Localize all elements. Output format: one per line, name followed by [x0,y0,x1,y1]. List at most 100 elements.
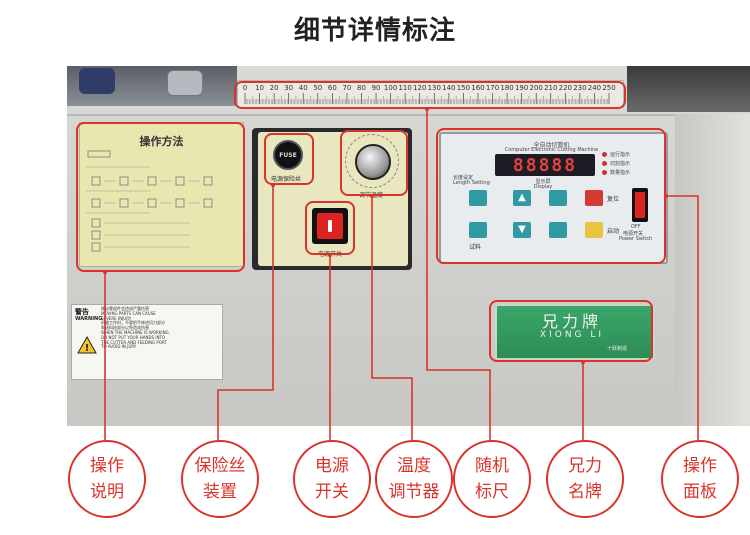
warning-line: 移动零部件会造成严重伤害 [101,306,149,311]
ruler-tick-label: 70 [342,84,351,92]
callout-temperature: 温度 调节器 [375,440,453,518]
feed-roller-right [167,70,203,96]
warning-line: TO AVOID IN JURY [101,344,137,350]
temperature-dial-scale [345,134,399,188]
temperature-knob[interactable] [355,144,391,180]
cut-lamp [602,161,607,166]
length-button[interactable] [469,190,487,206]
callout-brand-plate: 兄力 名牌 [546,440,624,518]
warning-line: 机器工作时，不要把手伸进切刀部分 [101,320,165,326]
ruler-tick-label: 130 [428,84,441,92]
body-edge [67,114,750,116]
ruler-tick-label: 100 [384,84,397,92]
callout-line: 名牌 [568,482,602,502]
callout-line: 随机 [475,456,509,476]
fuse-cap-text: FUSE [279,151,297,159]
instructions-heading: 操作方法 [139,135,184,148]
start-button[interactable] [585,222,603,238]
led-digits: 88888 [512,154,578,176]
warning-line: 和送料轮部分以免造成伤害 [101,325,149,331]
warning-text: 移动零部件会造成严重伤害 MOVING PARTS CAN CAUSE SEVE… [101,306,219,350]
control-panel-title-en: Computer Electronic Cutting Machine [504,147,599,153]
page-title: 细节详情标注 [293,16,456,46]
warning-title-cn: 警告 [75,308,89,316]
warning-triangle-icon: ! [77,336,97,354]
quantity-lamp-label: 数量指示 [610,170,631,176]
svg-text:!: ! [85,343,90,354]
callout-line: 电源 [315,456,349,476]
start-button-label: 启动 [607,228,620,235]
panel-power-switch[interactable] [632,188,648,222]
brand-name-en: XIONG LI [539,330,605,340]
machine-right-side [675,114,750,426]
led-display: 88888 [495,154,595,176]
length-setting-label: 长度设定 [453,175,474,181]
up-button[interactable]: ▲ [513,190,531,206]
callout-line: 标尺 [475,482,509,502]
ruler-tick-label: 120 [413,84,426,92]
trial-button-label: 试料 [469,244,482,251]
ruler-tick-label: 50 [313,84,322,92]
callout-line: 温度 [397,456,431,476]
ruler-tick-label: 220 [559,84,572,92]
run-lamp [602,152,607,157]
run-lamp-label: 运行指示 [610,152,631,158]
power-switch[interactable] [312,208,348,244]
quantity-lamp [602,170,607,175]
highlight-ruler [234,81,626,109]
callout-line: 操作 [90,456,124,476]
clear-button[interactable] [549,190,567,206]
ruler-tick-label: 240 [588,84,601,92]
ruler-tick-label: 20 [270,84,279,92]
off-label: OFF [631,224,641,230]
brand-sub: 十跃制造 [607,346,628,352]
callout-line: 说明 [90,482,124,502]
brand-name-cn: 兄力牌 [541,312,602,331]
callout-line: 兄力 [568,456,602,476]
warning-line: MOVING PARTS CAN CAUSE [101,310,156,316]
callout-line: 操作 [683,456,717,476]
ruler-tick-label: 150 [457,84,470,92]
callout-line: 调节器 [388,482,440,502]
callout-line: 装置 [203,482,237,502]
reset-button[interactable] [585,190,603,206]
warning-line: DO NOT PUT YOUR HANDS INTO [101,334,166,340]
continuous-button[interactable] [549,222,567,238]
callout-power-switch: 电源 开关 [293,440,371,518]
instructions-panel: 操作方法 [79,122,244,267]
ruler-tick-label: 200 [530,84,543,92]
trial-button[interactable] [469,222,487,238]
feed-roller-left [79,68,115,94]
ruler-tick-label: 10 [255,84,264,92]
ruler-tick-label: 140 [442,84,455,92]
highlight-temperature [340,130,408,196]
warning-line: THE CUTTER AND FEEDING PORT [101,339,167,345]
callout-line: 保险丝 [194,456,246,476]
ruler-tick-label: 180 [500,84,513,92]
warning-line: SEVERE INJURY [101,315,132,321]
callout-fuse: 保险丝 装置 [181,440,259,518]
down-button[interactable]: ▼ [513,222,531,238]
brand-plate [495,304,655,360]
callout-instructions: 操作 说明 [68,440,146,518]
highlight-fuse [264,133,314,185]
highlight-instructions [76,122,245,272]
warning-line: WHEN THE MACHINE IS WORKING, [101,329,170,335]
ruler-tick-label: 170 [486,84,499,92]
length-setting-label-en: Length Setting [453,180,490,186]
callout-control-panel: 操作 面板 [661,440,739,518]
display-label: 显示屏 [535,179,551,185]
ruler-tick-label: 250 [602,84,615,92]
callout-line: 面板 [683,482,717,502]
reset-button-label: 复位 [607,196,620,203]
ruler-tick-label: 90 [372,84,381,92]
display-label-en: Display [533,184,553,190]
ruler-tick-label: 40 [299,84,308,92]
ruler-tick-label: 230 [573,84,586,92]
ruler-tick-label: 190 [515,84,528,92]
ruler-tick-label: 60 [328,84,337,92]
callout-ruler: 随机 标尺 [453,440,531,518]
